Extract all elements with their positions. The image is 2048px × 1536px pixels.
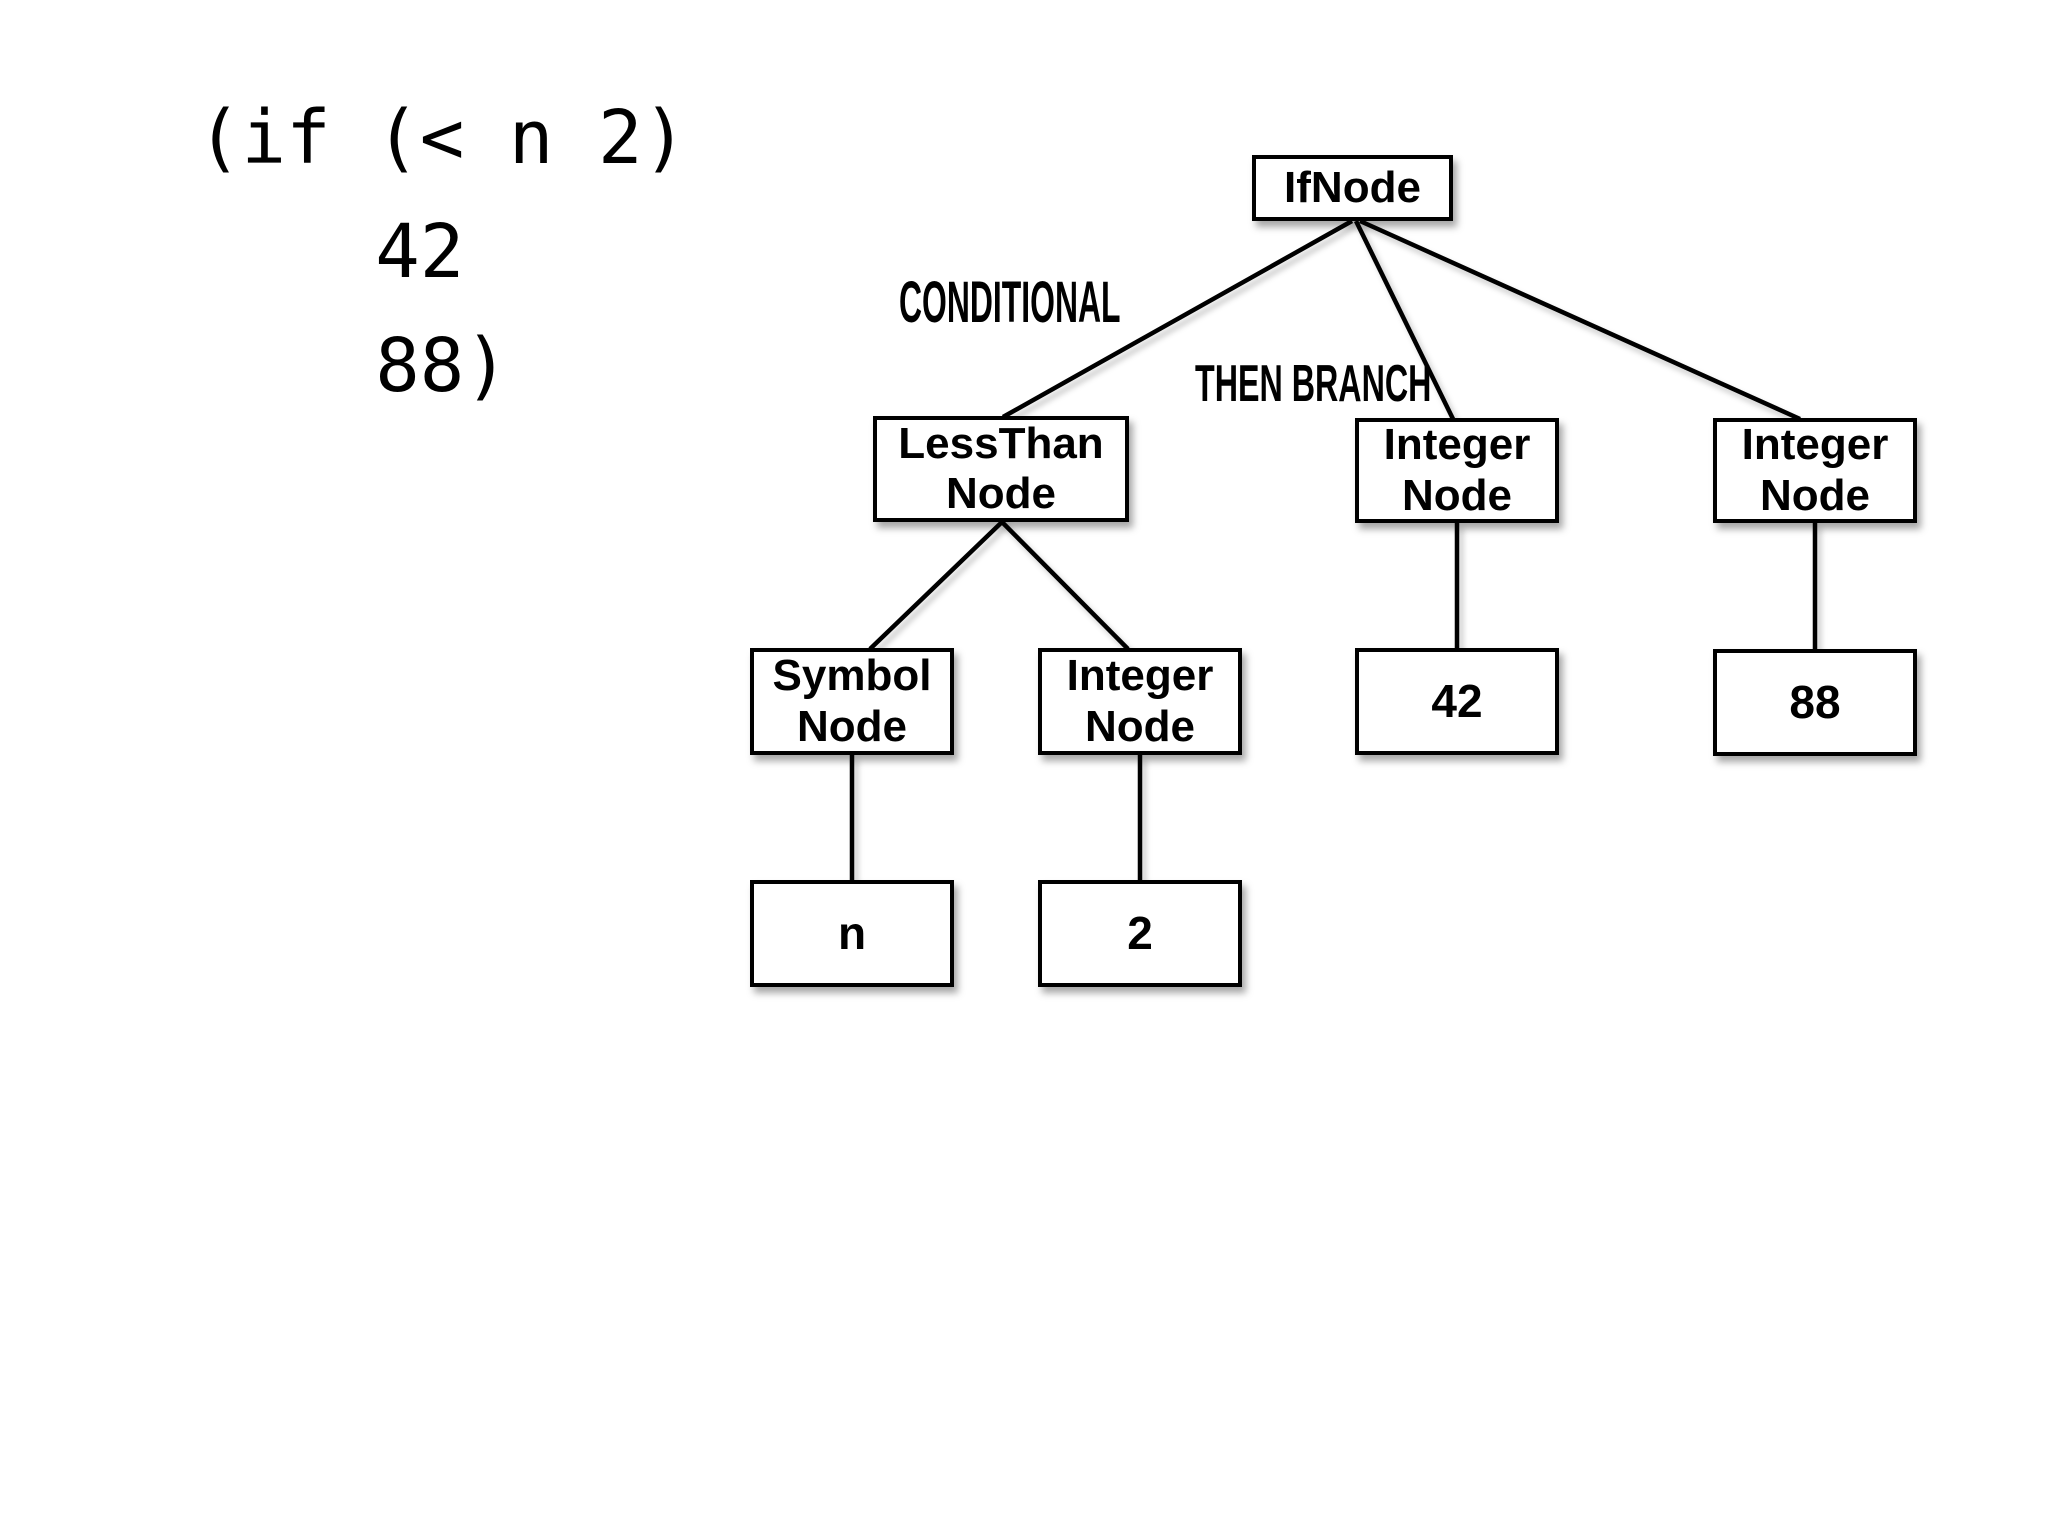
node-label: Node xyxy=(1402,470,1512,520)
edge-lessthan-to-symbol xyxy=(868,520,1004,651)
node-label: Node xyxy=(1085,701,1195,751)
code-line: 42 xyxy=(197,209,465,295)
node-label: Node xyxy=(1760,470,1870,520)
edge-if-to-else-integer xyxy=(1359,218,1801,422)
node-label: Symbol xyxy=(772,651,932,701)
node-label: Integer xyxy=(1741,420,1889,470)
code-line: (if (< n 2) xyxy=(197,95,688,181)
lessthan-node-box: LessThan Node xyxy=(873,416,1129,522)
leaf-value: n xyxy=(837,907,867,960)
node-label: Node xyxy=(946,469,1056,518)
code-line: 88) xyxy=(197,323,509,409)
then-branch-edge-label: THEN BRANCH xyxy=(1195,355,1432,413)
leaf-n-box: n xyxy=(750,880,954,987)
leaf-42-box: 42 xyxy=(1355,648,1559,755)
integer-node-cond-box: Integer Node xyxy=(1038,648,1242,755)
leaf-2-box: 2 xyxy=(1038,880,1242,987)
integer-node-then-box: Integer Node xyxy=(1355,418,1559,523)
leaf-value: 2 xyxy=(1127,907,1153,960)
edge-lessthan-to-integer xyxy=(1000,520,1130,651)
leaf-value: 42 xyxy=(1431,675,1483,728)
symbol-node-box: Symbol Node xyxy=(750,648,954,755)
ifnode-box: IfNode xyxy=(1252,155,1453,221)
node-label: Node xyxy=(797,701,907,751)
edge-if-to-then-integer xyxy=(1353,220,1456,420)
node-label: IfNode xyxy=(1284,162,1421,212)
node-label: LessThan xyxy=(898,418,1104,468)
leaf-value: 88 xyxy=(1789,676,1841,729)
leaf-88-box: 88 xyxy=(1713,649,1917,756)
node-label: Integer xyxy=(1066,651,1214,701)
integer-node-else-box: Integer Node xyxy=(1713,418,1917,523)
edge-if-to-lessthan xyxy=(1001,219,1354,419)
node-label: Integer xyxy=(1383,420,1531,470)
code-block: (if (< n 2) 42 88) xyxy=(197,81,687,423)
conditional-edge-label: CONDITIONAL xyxy=(899,270,1121,335)
